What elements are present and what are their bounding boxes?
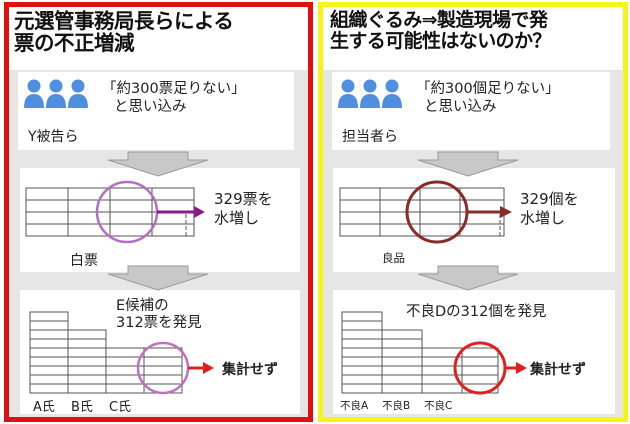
right-quote-line2: と思い込み (424, 99, 497, 116)
right-candidate-c: 不良C (424, 400, 453, 412)
right-add-line2: 水増し (520, 208, 566, 227)
right-down-arrow-1 (417, 151, 519, 177)
left-title-line1: 元選管事務局長らによる (14, 9, 234, 33)
right-add-line1: 329個を (520, 190, 579, 208)
right-people-box (332, 72, 610, 150)
left-stack-label: 白票 (70, 253, 98, 269)
left-down-arrow-1 (107, 151, 209, 177)
left-people-box (18, 72, 294, 150)
left-add-line1: 329票を (214, 190, 273, 208)
right-people-icon (338, 79, 402, 108)
left-down-arrow-2 (107, 265, 209, 291)
right-found-label: 不良Dの312個を発見 (406, 304, 547, 320)
left-found-label: E候補の 312票を発見 (116, 298, 202, 333)
right-down-arrow-2 (417, 265, 519, 291)
left-people-icon (24, 79, 88, 108)
right-quote-line1: 「約300個足りない」 (416, 81, 560, 97)
right-result-label: 集計せず (530, 362, 586, 378)
left-candidate-c: C氏 (109, 400, 132, 415)
right-maroon-arrow (467, 206, 512, 218)
left-title-line2: 票の不正増減 (14, 31, 135, 56)
right-stack-label: 良品 (382, 251, 405, 265)
right-add-label: 329個を 水増し (520, 190, 579, 228)
left-quote-line2: と思い込み (114, 99, 187, 116)
left-candidate-a: A氏 (33, 400, 55, 415)
left-found-line2: 312票を発見 (116, 315, 202, 332)
left-actor: Y被告ら (28, 129, 79, 145)
left-result-label: 集計せず (222, 362, 278, 378)
right-title-line2: 生する可能性はないのか？ (330, 29, 551, 52)
right-actor: 担当者ら (342, 129, 398, 145)
left-add-line2: 水増し (214, 208, 260, 227)
left-red-arrow (188, 362, 214, 374)
left-title: 元選管事務局長らによる 票の不正増減 (14, 10, 304, 54)
left-panel-frame (4, 2, 313, 422)
left-add-label: 329票を 水増し (214, 190, 273, 228)
left-quote-line1: 「約300票足りない」 (102, 81, 246, 97)
left-candidate-b: B氏 (71, 400, 93, 415)
right-candidate-b: 不良B (382, 400, 411, 412)
left-quote: 「約300票足りない」 と思い込み (102, 80, 246, 116)
right-candidate-a: 不良A (340, 400, 369, 412)
right-title: 組織ぐるみ⇒製造現場で発 生する可能性はないのか？ (330, 10, 620, 51)
right-title-line1: 組織ぐるみ⇒製造現場で発 (330, 9, 548, 31)
left-found-line1: E候補の (116, 298, 169, 314)
left-purple-arrow (157, 206, 205, 218)
right-quote: 「約300個足りない」 と思い込み (416, 80, 560, 116)
right-red-arrow (505, 362, 527, 374)
left-tally-bars (29, 311, 183, 394)
right-tally-bars (341, 311, 499, 394)
right-panel-frame (318, 2, 628, 422)
